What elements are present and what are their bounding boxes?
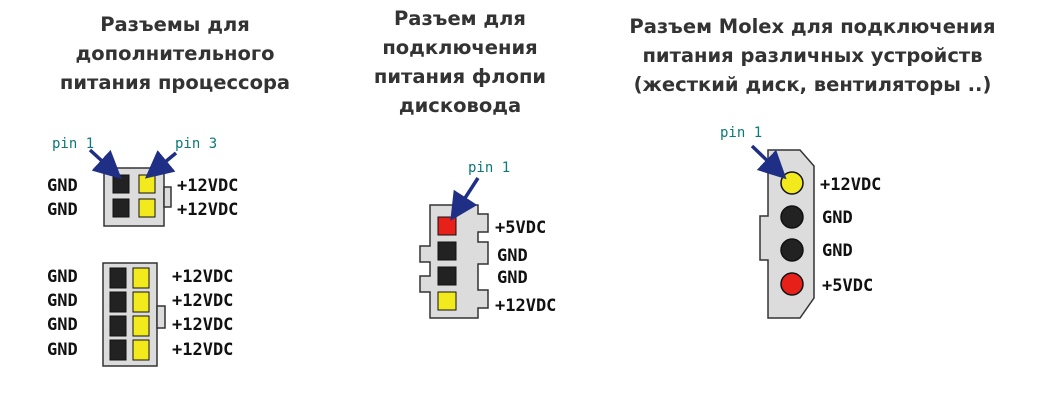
floppy-label-1: +5VDC <box>495 218 546 238</box>
cpu4-row2-right: +12VDC <box>177 200 238 220</box>
cpu8-pin-gnd-4 <box>109 339 127 361</box>
molex-connector: pin 1 +12VDC GND GND +5VDC <box>720 125 881 319</box>
cpu4-pin-gnd-1 <box>112 174 130 194</box>
floppy-title-line-2: подключения <box>382 36 538 59</box>
cpu-title-line-3: питания процессора <box>59 71 291 94</box>
floppy-label-4: +12VDC <box>495 296 556 316</box>
cpu8-row1-left: GND <box>47 267 78 287</box>
cpu4-pin1-arrow-icon <box>88 148 122 180</box>
molex-pin-gnd-2 <box>780 238 804 262</box>
floppy-title-line-4: дисковода <box>398 94 522 117</box>
cpu8-row1-right: +12VDC <box>172 267 233 287</box>
floppy-connector-title: Разъем для подключения питания флопи дис… <box>345 4 575 120</box>
cpu4-row2-left: GND <box>47 200 78 220</box>
molex-pin-12v <box>780 171 804 195</box>
molex-pin-gnd-1 <box>780 205 804 229</box>
cpu8-row4-right: +12VDC <box>172 340 233 360</box>
floppy-pin-gnd-1 <box>437 241 457 261</box>
floppy-title-line-1: Разъем для <box>394 7 526 30</box>
molex-pin1-label: pin 1 <box>720 125 762 141</box>
floppy-pin1-label: pin 1 <box>468 160 510 176</box>
floppy-label-2: GND <box>497 246 528 266</box>
cpu8-pin-gnd-2 <box>109 291 127 313</box>
cpu4-latch <box>163 186 172 208</box>
molex-label-3: GND <box>822 241 853 261</box>
cpu8-pin-12v-2 <box>132 291 150 313</box>
floppy-pin-12v <box>437 291 457 311</box>
cpu8-pin-12v-4 <box>132 339 150 361</box>
cpu4-pin3-label: pin 3 <box>175 136 217 152</box>
floppy-pin-5v <box>437 216 457 236</box>
molex-label-1: +12VDC <box>820 175 881 195</box>
floppy-title-line-3: питания флопи <box>373 65 547 88</box>
cpu8-row3-right: +12VDC <box>172 315 233 335</box>
cpu-4pin-connector: pin 1 pin 3 GND GND +12VDC +12VDC <box>47 136 238 227</box>
cpu8-pin-12v-3 <box>132 315 150 337</box>
molex-label-4: +5VDC <box>822 276 873 296</box>
molex-connector-title: Разъем Molex для подключения питания раз… <box>600 12 1025 99</box>
cpu4-pin-gnd-2 <box>112 198 130 218</box>
cpu4-row1-right: +12VDC <box>177 176 238 196</box>
cpu8-row4-left: GND <box>47 340 78 360</box>
cpu-title-line-2: дополнительного <box>75 42 275 65</box>
floppy-label-3: GND <box>497 268 528 288</box>
molex-label-2: GND <box>822 208 853 228</box>
cpu8-pin-gnd-1 <box>109 267 127 289</box>
cpu-title-line-1: Разъемы для <box>100 13 250 36</box>
cpu4-row1-left: GND <box>47 176 78 196</box>
floppy-pin-gnd-2 <box>437 266 457 286</box>
cpu8-pin-12v-1 <box>132 267 150 289</box>
molex-title-line-3: (жесткий диск, вентиляторы ..) <box>633 73 992 96</box>
cpu8-pin-gnd-3 <box>109 315 127 337</box>
molex-title-line-2: питания различных устройств <box>642 44 983 67</box>
molex-pin-5v <box>780 272 804 296</box>
cpu4-pin-12v-1 <box>138 174 156 194</box>
molex-title-line-1: Разъем Molex для подключения <box>629 15 996 38</box>
cpu-connectors-title: Разъемы для дополнительного питания проц… <box>40 10 310 97</box>
cpu8-latch <box>156 305 166 329</box>
cpu8-row3-left: GND <box>47 315 78 335</box>
floppy-housing <box>419 204 489 319</box>
cpu4-pin3-arrow-icon <box>144 150 178 179</box>
cpu8-row2-right: +12VDC <box>172 291 233 311</box>
cpu-8pin-connector: GND GND GND GND +12VDC +12VDC +12VDC +12… <box>47 262 233 367</box>
cpu4-pin1-label: pin 1 <box>52 136 94 152</box>
floppy-connector: pin 1 +5VDC GND GND +12VDC <box>419 160 556 319</box>
molex-pin1-arrow-icon <box>750 144 787 180</box>
cpu4-pin-12v-2 <box>138 198 156 218</box>
floppy-pin1-arrow-icon <box>450 177 480 221</box>
cpu8-row2-left: GND <box>47 291 78 311</box>
